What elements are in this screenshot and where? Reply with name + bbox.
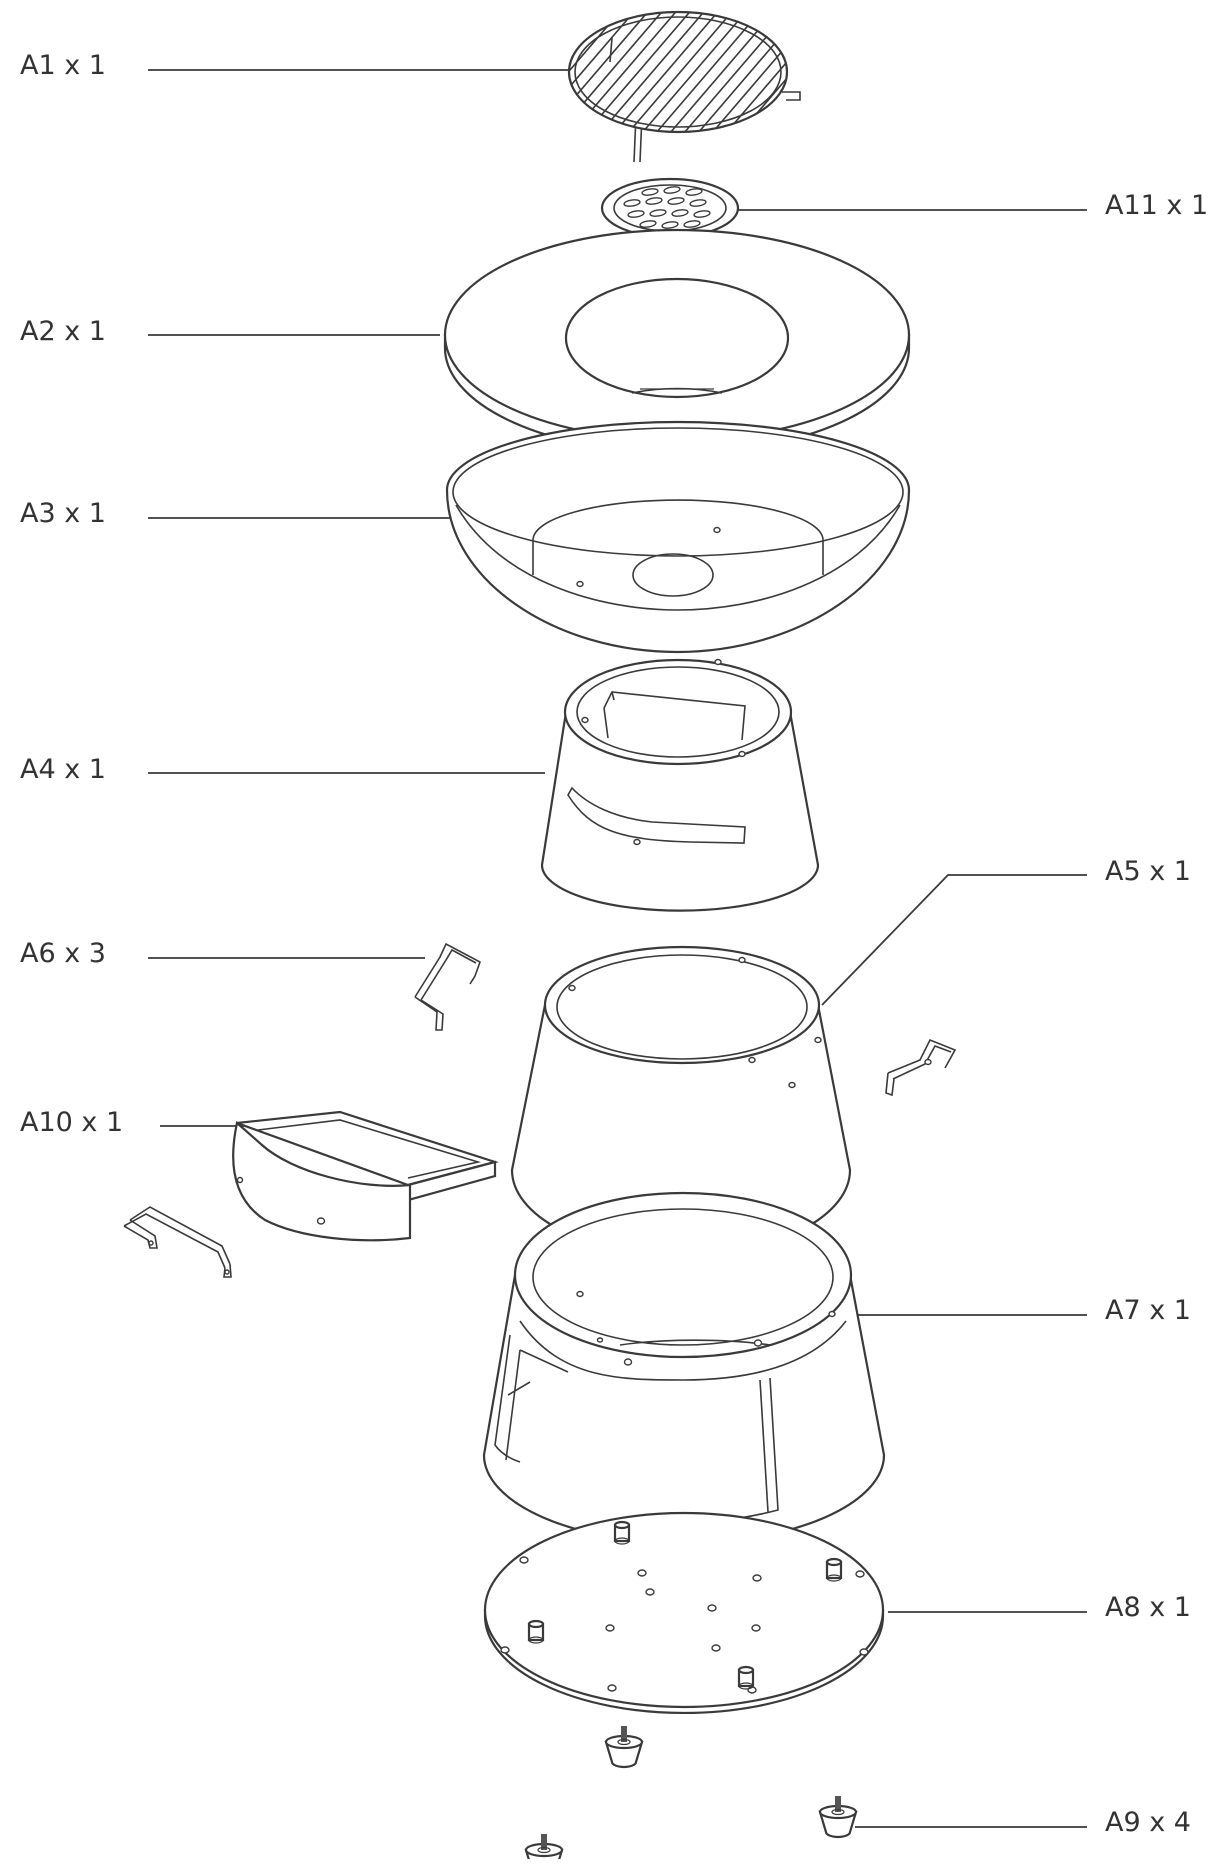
leader-a5 [821, 874, 1087, 1006]
part-a5-outer-cone [510, 945, 852, 1257]
label-a6: A6 x 3 [20, 938, 106, 969]
label-a5: A5 x 1 [1105, 856, 1191, 887]
part-a9-feet [524, 1726, 858, 1864]
label-a4: A4 x 1 [20, 754, 106, 785]
part-a10-ash-drawer [232, 1110, 499, 1242]
label-a9: A9 x 4 [1105, 1807, 1191, 1838]
part-a6-handle-3 [123, 1206, 232, 1278]
label-a7: A7 x 1 [1105, 1295, 1191, 1326]
part-a1-grill-grate [567, 10, 801, 163]
leader-lines [148, 69, 1087, 1828]
part-a6-handle-2 [885, 1038, 957, 1097]
part-a4-inner-cone [540, 658, 820, 912]
label-a11: A11 x 1 [1105, 190, 1209, 221]
label-a8: A8 x 1 [1105, 1592, 1191, 1623]
part-a3-fire-bowl [445, 420, 911, 654]
label-a1: A1 x 1 [20, 50, 106, 81]
part-a7-base-frame [482, 1191, 886, 1545]
part-a2-ring-plate [443, 228, 911, 455]
part-a8-base-plate [483, 1511, 885, 1715]
label-a10: A10 x 1 [20, 1107, 124, 1138]
label-a2: A2 x 1 [20, 316, 106, 347]
label-a3: A3 x 1 [20, 498, 106, 529]
part-a11-ash-grate [600, 177, 740, 239]
part-a6-handle-1 [414, 942, 481, 1031]
